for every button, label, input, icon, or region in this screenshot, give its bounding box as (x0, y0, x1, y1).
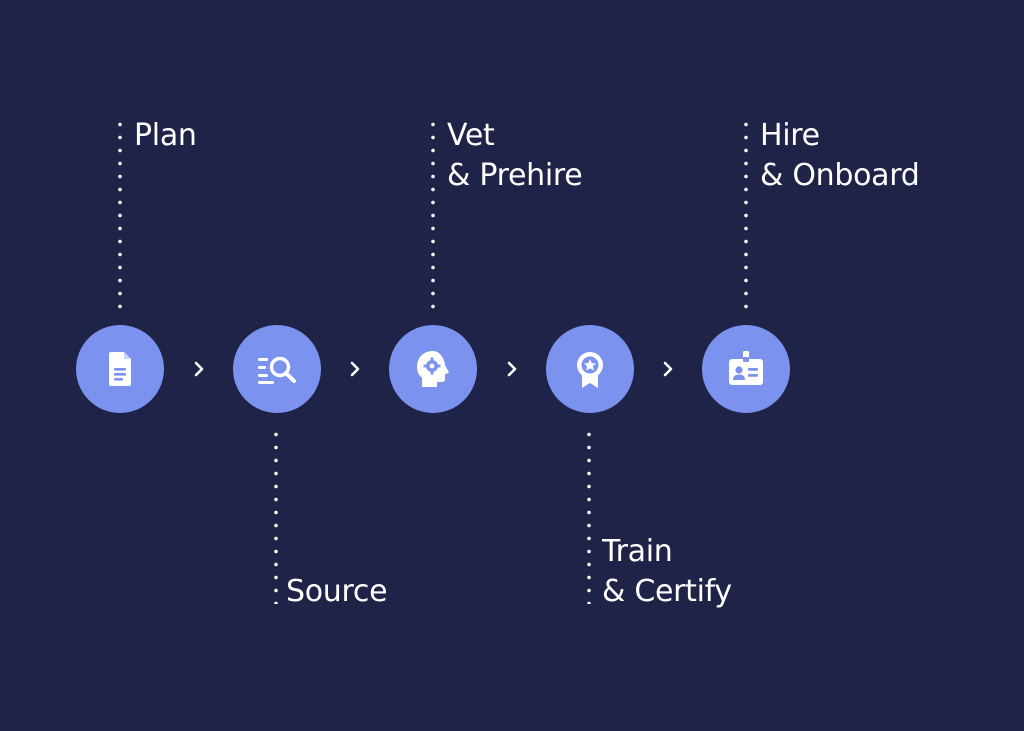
plan-node (76, 325, 164, 413)
source-label-line-1: Source (286, 574, 388, 609)
hire-node (702, 325, 790, 413)
vet-label-line-2: & Prehire (447, 158, 583, 193)
plan-label: Plan (134, 116, 197, 156)
source-dotted-line (274, 428, 278, 604)
chevron-right-icon (505, 355, 519, 383)
vet-dotted-line (431, 118, 435, 310)
vet-label: Vet & Prehire (447, 116, 583, 196)
document-icon (109, 352, 131, 386)
head-gear-icon (417, 351, 449, 387)
chevron-right-icon (192, 355, 206, 383)
source-node (233, 325, 321, 413)
chevron-right-icon (661, 355, 675, 383)
plan-label-line-1: Plan (134, 118, 197, 153)
hire-dotted-line (744, 118, 748, 310)
train-label: Train & Certify (602, 532, 732, 612)
vet-node (389, 325, 477, 413)
source-label: Source (286, 572, 388, 612)
id-badge-icon (729, 351, 763, 385)
vet-label-line-1: Vet (447, 118, 495, 153)
award-ribbon-icon (577, 352, 603, 388)
hire-label-line-1: Hire (760, 118, 820, 153)
hire-label-line-2: & Onboard (760, 158, 920, 193)
train-dotted-line (587, 428, 591, 604)
train-label-line-1: Train (602, 534, 673, 569)
plan-dotted-line (118, 118, 122, 310)
hire-label: Hire & Onboard (760, 116, 920, 196)
train-node (546, 325, 634, 413)
list-search-icon (258, 356, 296, 384)
train-label-line-2: & Certify (602, 574, 732, 609)
chevron-right-icon (348, 355, 362, 383)
